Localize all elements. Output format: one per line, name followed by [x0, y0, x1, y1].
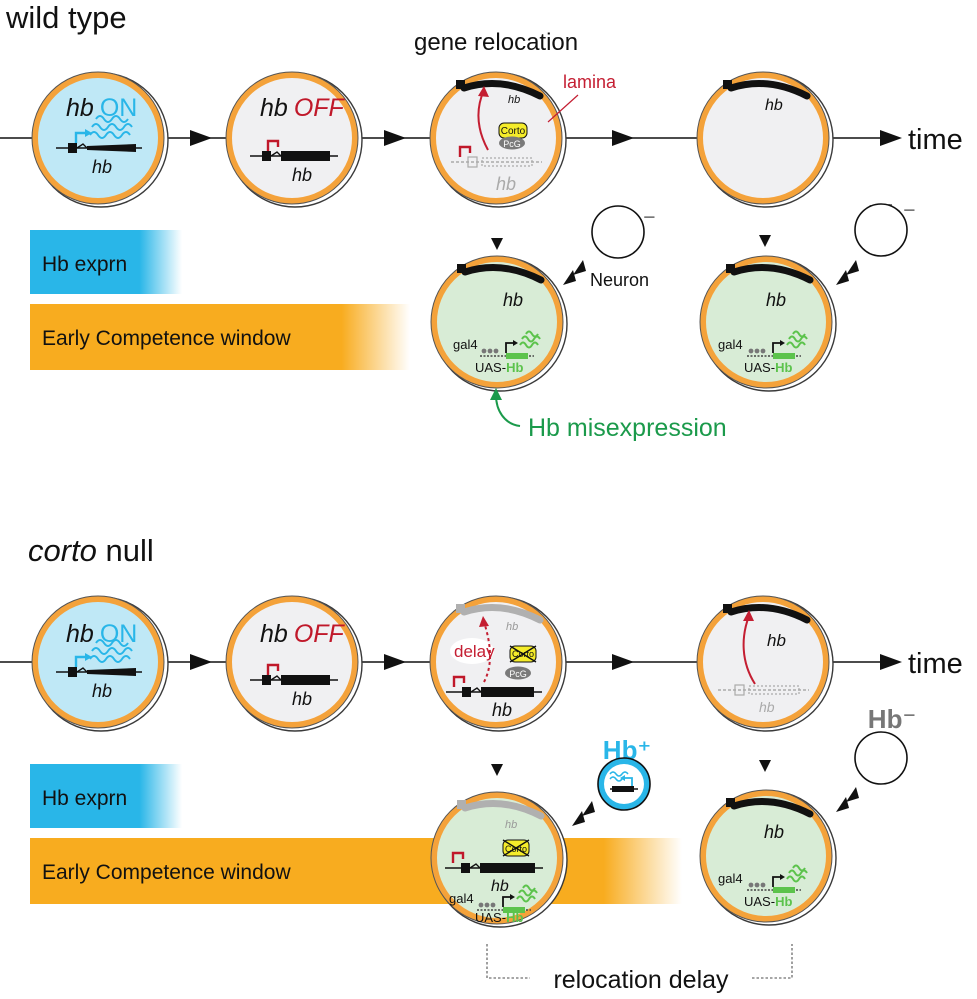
nucleus-late-corto: hb hb [697, 596, 833, 731]
delay-label: delay [454, 642, 495, 661]
ecw-label: Early Competence window [42, 327, 291, 350]
gene-label-gray: hb [759, 699, 775, 715]
hb-exprn-bar [30, 764, 182, 828]
hb-misexpression-label: Hb misexpression [528, 414, 727, 442]
gal4-label: gal4 [449, 891, 474, 906]
nucleus-relocation-wt: hb Corto PcG hb [430, 72, 566, 207]
neuron-circle [854, 731, 908, 785]
gene-label-gray: hb [496, 174, 516, 194]
time-label-corto: time [908, 648, 963, 680]
gal4-label: gal4 [453, 337, 478, 352]
gene-label: hb [92, 157, 112, 177]
hb-minus-label: Hb⁻ [868, 704, 916, 734]
gene-label: hb [492, 700, 512, 720]
gene-label-gray: hb [505, 819, 517, 831]
hb-exprn-bar [30, 230, 182, 294]
uas-hb-label: UAS-Hb [475, 910, 523, 925]
gene-label: hb [503, 290, 523, 310]
nucleus-misexpression-wt-2: hb gal4 UAS-Hb [700, 256, 836, 391]
gene-relocation-label: gene relocation [414, 29, 578, 56]
misexpression-arrowhead [490, 388, 502, 400]
neuron-circle [854, 203, 908, 257]
gene-label: hb [292, 165, 312, 185]
neuron-circle [591, 205, 645, 259]
neuron-label: Neuron [590, 270, 649, 290]
gene-label: hb [508, 94, 520, 106]
double-arrow [563, 260, 586, 285]
lamina-pointer [547, 94, 579, 123]
gene-label: hb [92, 681, 112, 701]
gene-label-gray: hb [506, 621, 518, 633]
pcg-label: PcG [509, 669, 527, 679]
down-arrow [759, 235, 771, 247]
ecw-label: Early Competence window [42, 861, 291, 884]
down-arrow [759, 760, 771, 772]
uas-hb-label: UAS-Hb [475, 360, 523, 375]
nucleus-late-wt: hb [697, 72, 833, 207]
nucleus-misexpression-wt-1: hb gal4 UAS-Hb [431, 256, 567, 391]
pcg-label: PcG [503, 139, 521, 149]
nucleus-delay-corto: hb delay Corto PcG hb [430, 596, 566, 731]
gene-label: hb [767, 631, 786, 650]
neuron-hb-plus [597, 757, 651, 811]
ecw-bar [30, 304, 410, 370]
uas-hb-label: UAS-Hb [744, 894, 792, 909]
corto-label: Corto [501, 126, 526, 137]
uas-hb-label: UAS-Hb [744, 360, 792, 375]
double-arrow [572, 801, 595, 826]
gene-label: hb [764, 822, 784, 842]
double-arrow [836, 260, 859, 285]
lamina-label: lamina [563, 72, 617, 92]
gal4-label: gal4 [718, 337, 743, 352]
panel-title-wt: wild type [5, 0, 127, 35]
down-arrow [491, 238, 503, 250]
gene-label: hb [765, 97, 783, 114]
ecw-bar [30, 838, 682, 904]
corto-label: Corto [505, 844, 527, 854]
time-label-wt: time [908, 124, 963, 156]
relocation-delay-bracket [486, 944, 793, 979]
nucleus-misexpression-corto-2: hb gal4 UAS-Hb [700, 790, 836, 925]
down-arrow [491, 764, 503, 776]
gene-label: hb [292, 689, 312, 709]
hb-exprn-label: Hb exprn [42, 253, 127, 276]
gal4-label: gal4 [718, 871, 743, 886]
hb-exprn-label: Hb exprn [42, 787, 127, 810]
panel-title-corto: corto null [28, 533, 154, 568]
gene-label: hb [491, 878, 509, 895]
nucleus-misexpression-corto-1: hb Corto hb gal4 UAS-Hb [431, 792, 567, 927]
gene-label: hb [766, 290, 786, 310]
relocation-delay-label: relocation delay [553, 966, 729, 994]
double-arrow [836, 787, 859, 812]
